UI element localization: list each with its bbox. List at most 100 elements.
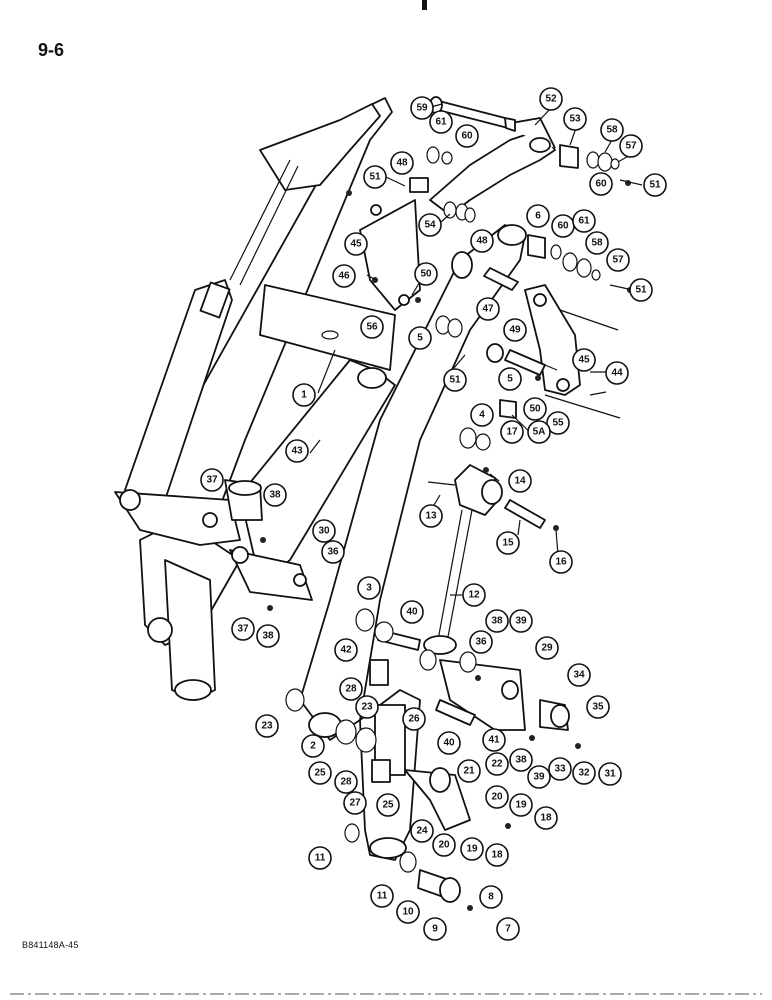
- svg-text:26: 26: [408, 714, 420, 725]
- callout-5b: 5: [498, 367, 522, 391]
- svg-text:11: 11: [315, 853, 326, 864]
- svg-text:57: 57: [625, 141, 637, 152]
- callout-38a: 38: [263, 483, 287, 507]
- svg-text:38: 38: [269, 490, 281, 501]
- callout-46: 46: [332, 264, 356, 288]
- svg-text:60: 60: [557, 221, 569, 232]
- svg-text:51: 51: [449, 375, 461, 386]
- callout-47: 47: [476, 297, 500, 321]
- callout-61b: 61: [572, 209, 596, 233]
- svg-text:33: 33: [554, 764, 566, 775]
- svg-text:28: 28: [345, 684, 357, 695]
- svg-text:40: 40: [406, 607, 418, 618]
- svg-text:48: 48: [396, 158, 408, 169]
- left-loader-arm: [114, 97, 396, 701]
- callout-2: 2: [301, 734, 325, 758]
- callout-61: 61: [429, 110, 453, 134]
- svg-text:61: 61: [435, 117, 447, 128]
- svg-text:10: 10: [402, 907, 414, 918]
- callout-20b: 20: [432, 833, 456, 857]
- svg-text:3: 3: [366, 583, 372, 594]
- callout-7: 7: [496, 917, 520, 941]
- callout-57b: 57: [606, 248, 630, 272]
- callout-58: 58: [600, 118, 624, 142]
- svg-text:5: 5: [507, 374, 513, 385]
- lower-bucket-linkage: [285, 608, 570, 903]
- right-pin-stack: [435, 234, 621, 451]
- callout-40b: 40: [437, 731, 461, 755]
- svg-text:61: 61: [578, 216, 590, 227]
- svg-text:29: 29: [541, 643, 553, 654]
- svg-text:40: 40: [443, 738, 455, 749]
- callout-42: 42: [334, 638, 358, 662]
- svg-text:36: 36: [475, 637, 487, 648]
- callout-14: 14: [508, 469, 532, 493]
- svg-text:27: 27: [349, 798, 361, 809]
- svg-text:51: 51: [635, 285, 647, 296]
- svg-text:18: 18: [540, 813, 552, 824]
- callout-50a: 50: [414, 262, 438, 286]
- callout-37b: 37: [231, 617, 255, 641]
- callout-1: 1: [292, 383, 316, 407]
- svg-text:49: 49: [509, 325, 521, 336]
- svg-text:34: 34: [573, 670, 585, 681]
- callout-38c: 38: [485, 609, 509, 633]
- callout-32: 32: [572, 761, 596, 785]
- callout-22: 22: [485, 752, 509, 776]
- callout-24: 24: [410, 819, 434, 843]
- callout-34: 34: [567, 663, 591, 687]
- svg-text:38: 38: [262, 631, 274, 642]
- callout-41: 41: [482, 728, 506, 752]
- callout-13: 13: [419, 504, 443, 528]
- callout-5a: 5: [408, 326, 432, 350]
- svg-text:57: 57: [612, 255, 624, 266]
- callout-9: 9: [423, 917, 447, 941]
- callout-58b: 58: [585, 231, 609, 255]
- svg-text:41: 41: [488, 735, 500, 746]
- svg-text:47: 47: [482, 304, 494, 315]
- svg-text:50: 50: [420, 269, 432, 280]
- svg-text:31: 31: [604, 769, 616, 780]
- upper-link-assembly: [409, 96, 620, 223]
- callouts: 59 52 61 60 53 58 57 60 51 51 48 54 48 6…: [200, 87, 667, 941]
- svg-text:51: 51: [369, 172, 381, 183]
- callout-51b: 51: [363, 165, 387, 189]
- callout-48b: 48: [470, 229, 494, 253]
- svg-text:58: 58: [591, 238, 603, 249]
- callout-19b: 19: [460, 837, 484, 861]
- callout-25a: 25: [308, 761, 332, 785]
- callout-26: 26: [402, 707, 426, 731]
- svg-text:30: 30: [318, 526, 330, 537]
- svg-text:11: 11: [377, 891, 388, 902]
- callout-15: 15: [496, 531, 520, 555]
- callout-19a: 19: [509, 793, 533, 817]
- svg-text:54: 54: [424, 220, 436, 231]
- svg-text:50: 50: [529, 404, 541, 415]
- svg-text:24: 24: [416, 826, 428, 837]
- svg-text:22: 22: [491, 759, 503, 770]
- callout-21: 21: [457, 759, 481, 783]
- svg-text:8: 8: [488, 892, 494, 903]
- center-link: [423, 464, 546, 655]
- svg-text:44: 44: [611, 368, 623, 379]
- svg-text:56: 56: [366, 322, 378, 333]
- svg-text:12: 12: [468, 590, 480, 601]
- callout-18a: 18: [534, 806, 558, 830]
- callout-60c: 60: [551, 214, 575, 238]
- callout-23a: 23: [255, 714, 279, 738]
- svg-text:25: 25: [314, 768, 326, 779]
- callout-18b: 18: [485, 843, 509, 867]
- callout-39a: 39: [509, 609, 533, 633]
- svg-text:9: 9: [432, 924, 438, 935]
- svg-text:38: 38: [491, 616, 503, 627]
- svg-text:18: 18: [491, 850, 503, 861]
- callout-51a: 51: [643, 173, 667, 197]
- svg-text:59: 59: [416, 103, 428, 114]
- callout-5a-label: 5A: [527, 420, 551, 444]
- callout-12: 12: [462, 583, 486, 607]
- svg-text:39: 39: [533, 772, 545, 783]
- callout-37a: 37: [200, 468, 224, 492]
- callout-59: 59: [410, 96, 434, 120]
- svg-text:5A: 5A: [533, 427, 546, 438]
